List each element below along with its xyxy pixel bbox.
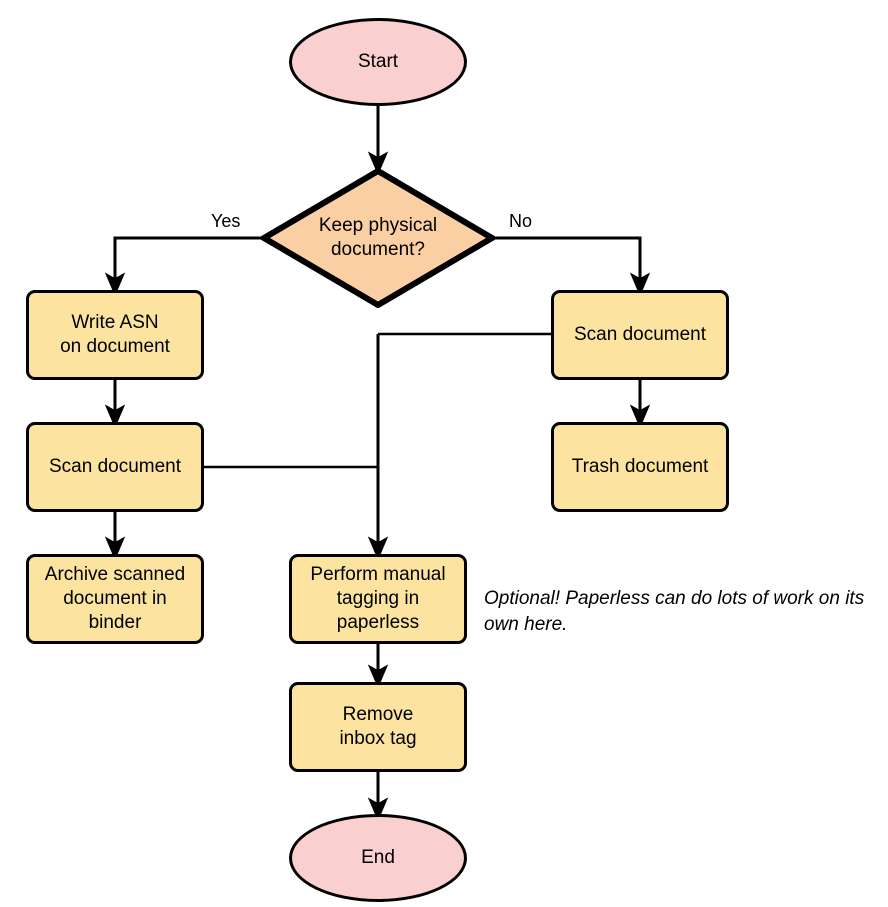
node-end-label: End (361, 847, 395, 868)
diamond-shape (261, 168, 495, 308)
edge-decision-no (495, 236, 651, 297)
node-write-asn-on-document[interactable]: Write ASN on document (26, 290, 204, 380)
node-trash-document[interactable]: Trash document (551, 422, 729, 512)
edge-decision-yes (104, 236, 261, 297)
edge-label-no: No (509, 211, 533, 231)
node-remove-inbox-tag-label: Remove inbox tag (339, 704, 417, 749)
node-remove-inbox-tag[interactable]: Remove inbox tag (289, 682, 467, 772)
node-start[interactable]: Start (289, 18, 467, 106)
node-write-asn-label: Write ASN on document (60, 312, 170, 357)
node-decision-label: Keep physical document? (318, 215, 438, 260)
node-archive-binder-label: Archive scanned document in binder (44, 564, 186, 633)
annotation-optional-paperless-note: Optional! Paperless can do lots of work … (484, 588, 865, 635)
edge-label-yes: Yes (211, 211, 241, 231)
node-trash-document-label: Trash document (571, 456, 709, 477)
node-scan-document-right[interactable]: Scan document (551, 290, 729, 380)
node-end[interactable]: End (289, 814, 467, 902)
node-archive-scanned-document-in-binder[interactable]: Archive scanned document in binder (26, 554, 204, 644)
node-decision-keep-physical-document[interactable]: Keep physical document? (261, 168, 495, 308)
node-manual-tagging-label: Perform manual tagging in paperless (310, 564, 446, 633)
node-scan-document-left[interactable]: Scan document (26, 422, 204, 512)
node-perform-manual-tagging[interactable]: Perform manual tagging in paperless (289, 554, 467, 644)
node-scan-document-right-label: Scan document (573, 324, 707, 345)
node-start-label: Start (357, 51, 399, 72)
node-scan-document-left-label: Scan document (48, 456, 182, 477)
